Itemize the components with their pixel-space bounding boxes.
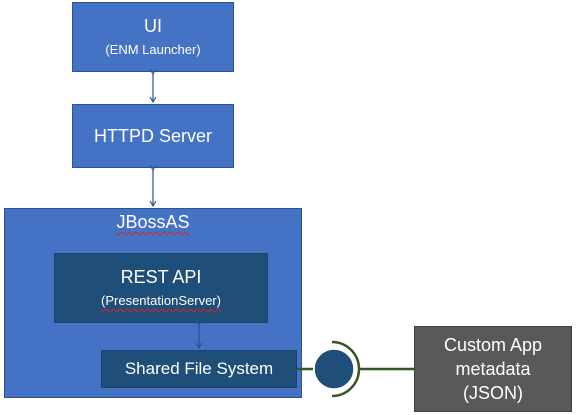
httpd-server-title: HTTPD Server xyxy=(93,126,212,146)
httpd-server-box: HTTPD Server xyxy=(72,104,234,168)
custom-app-line-1: Custom App xyxy=(443,335,543,355)
shared-file-system-title: Shared File System xyxy=(124,359,274,378)
custom-app-line-3: (JSON) xyxy=(463,383,523,403)
rest-api-subtitle-text: (PresentationServer) xyxy=(101,293,221,308)
ui-box: UI (ENM Launcher) xyxy=(72,2,234,72)
ui-box-subtitle: (ENM Launcher) xyxy=(105,42,201,57)
rest-api-title: REST API xyxy=(120,267,202,287)
shared-file-system-box: Shared File System xyxy=(101,350,297,388)
custom-app-metadata-box: Custom App metadata (JSON) xyxy=(414,326,572,412)
custom-app-line-2: metadata xyxy=(455,359,531,379)
rest-api-subtitle: (PresentationServer) xyxy=(101,292,221,310)
rest-api-box: REST API (PresentationServer) xyxy=(54,253,268,323)
jboss-title-text: JBossAS xyxy=(116,212,190,232)
ball-connector xyxy=(313,348,355,390)
jboss-title: JBossAS xyxy=(116,211,189,233)
socket-arc xyxy=(331,340,361,398)
ui-box-title: UI xyxy=(144,16,162,36)
